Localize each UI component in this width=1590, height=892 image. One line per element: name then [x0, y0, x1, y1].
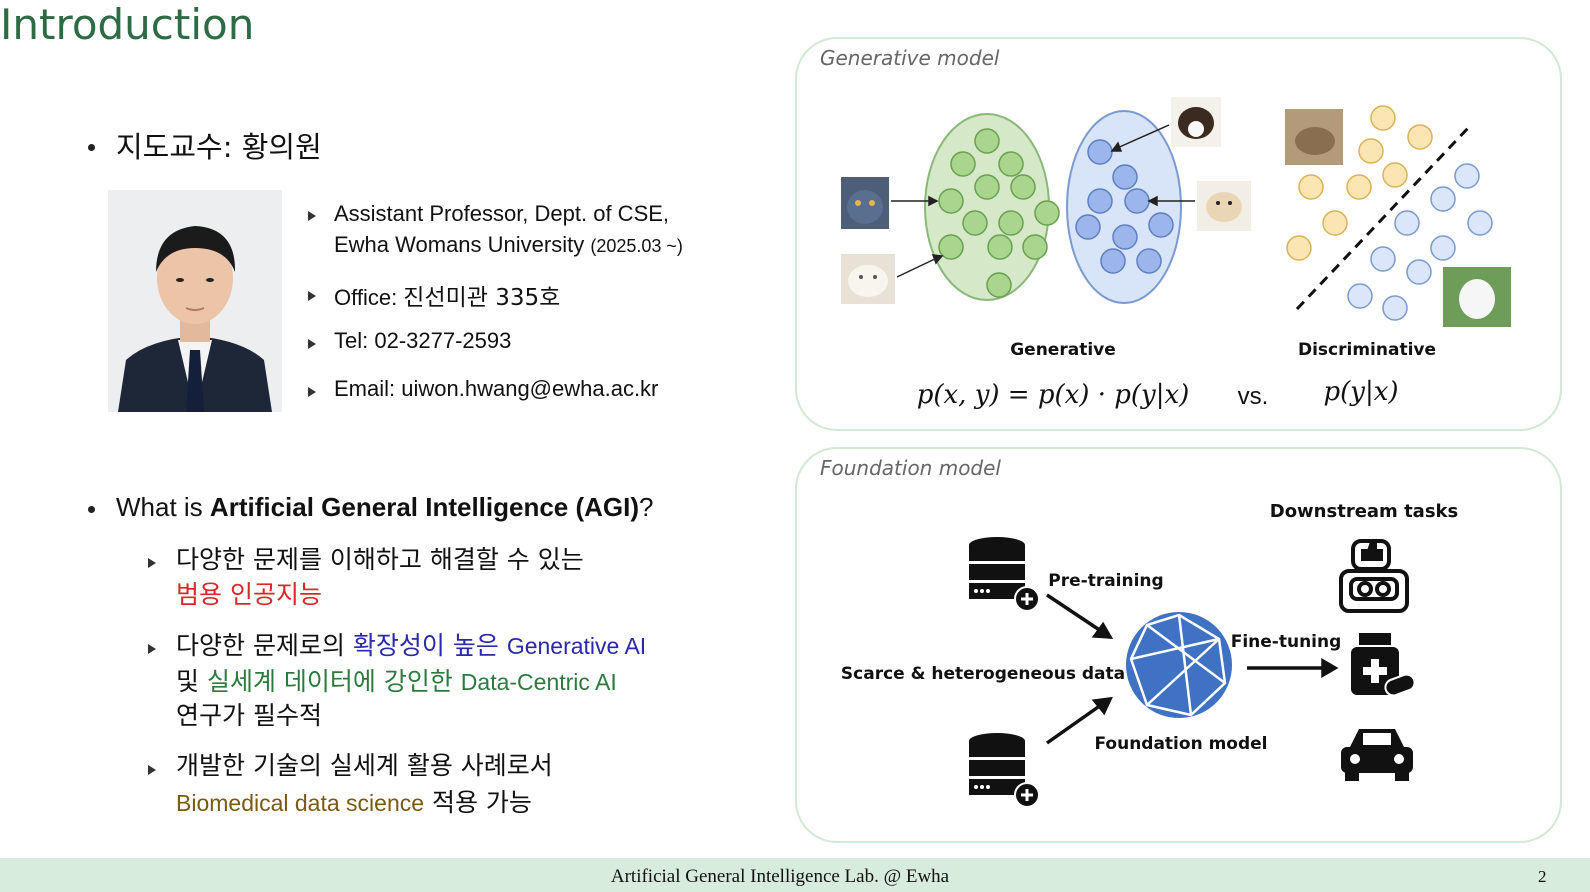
sub-bullet [308, 387, 316, 397]
footer-text: Artificial General Intelligence Lab. @ E… [610, 866, 950, 887]
agi-bullet-1-line1: 다양한 문제를 이해하고 해결할 수 있는 [176, 545, 584, 574]
discriminative-label: Discriminative [1298, 340, 1436, 360]
sub-bullet [308, 291, 316, 301]
advisor-position: Assistant Professor, Dept. of CSE, [334, 201, 670, 226]
footer-bar [0, 858, 1590, 892]
decision-boundary [1295, 125, 1471, 311]
downstream-label: Downstream tasks [1270, 501, 1458, 522]
dog-photo-1 [1171, 97, 1221, 147]
yellow-points [1286, 105, 1433, 261]
advisor-university: Ewha Womans University (2025.03 ~) [334, 232, 683, 257]
medicine-icon [1351, 633, 1416, 697]
agi-bullet-2-line3: 연구가 필수적 [176, 701, 322, 730]
finetuning-label: Fine-tuning [1231, 632, 1342, 652]
foundation-diagram: Downstream tasks Pre-training Fine-tunin… [841, 501, 1458, 808]
vs-label: vs. [1238, 383, 1269, 410]
sub-bullet [148, 558, 156, 568]
car-icon [1341, 729, 1413, 781]
data-label: Scarce & heterogeneous data [841, 664, 1125, 684]
database-icon [969, 733, 1040, 808]
sub-bullet [308, 211, 316, 221]
agi-bullet-2-line2: 및 실세계 데이터에 강인한 Data-Centric AI [176, 667, 617, 696]
robot-icon [1339, 539, 1409, 613]
page-title: Introduction [0, 0, 255, 49]
advisor-email[interactable]: Email: uiwon.hwang@ewha.ac.kr [334, 376, 659, 401]
generative-diagram: Generative Discriminative p(x, y) = p(x)… [841, 97, 1511, 410]
foundation-panel-label: Foundation model [820, 456, 1001, 480]
generative-label: Generative [1010, 340, 1116, 360]
agi-bullet-3-line1: 개발한 기술의 실세계 활용 사례로서 [176, 751, 553, 780]
generative-panel-label: Generative model [820, 46, 1000, 70]
cat-photo-2 [841, 254, 895, 304]
agi-bullet-3-line2: Biomedical data science 적용 가능 [176, 788, 532, 817]
green-points [938, 128, 1060, 298]
bullet-dot [88, 144, 95, 151]
cat-photo-1 [841, 177, 889, 229]
advisor-tel: Tel: 02-3277-2593 [334, 328, 512, 353]
agi-heading: What is Artificial General Intelligence … [116, 492, 654, 522]
foundation-arrows [1045, 593, 1339, 745]
cat-photo-3 [1285, 109, 1343, 165]
page-number: 2 [1538, 867, 1547, 886]
generative-arrows [891, 124, 1195, 278]
database-icon [969, 537, 1040, 612]
sub-bullet [148, 765, 156, 775]
foundation-model-label: Foundation model [1094, 734, 1267, 754]
agi-bullet-2-line1: 다양한 문제로의 확장성이 높은 Generative AI [176, 631, 647, 660]
sub-bullet [148, 644, 156, 654]
blue-points [1075, 139, 1174, 274]
blue-light-points [1347, 163, 1493, 321]
discriminative-formula: p(y|x) [1323, 377, 1398, 407]
globe-network-icon [1126, 612, 1232, 718]
pretraining-label: Pre-training [1048, 571, 1163, 591]
sub-bullet [308, 339, 316, 349]
advisor-portrait [108, 190, 282, 412]
generative-formula: p(x, y) = p(x) · p(y|x) [917, 380, 1190, 410]
dog-photo-3 [1443, 267, 1511, 327]
agi-bullet-1-line2: 범용 인공지능 [176, 580, 322, 609]
advisor-office: Office: 진선미관 335호 [334, 285, 561, 311]
dog-photo-2 [1197, 181, 1251, 231]
generative-class-b-cluster [1066, 110, 1182, 304]
bullet-dot [88, 506, 95, 513]
advisor-heading: 지도교수: 황의원 [116, 130, 322, 164]
